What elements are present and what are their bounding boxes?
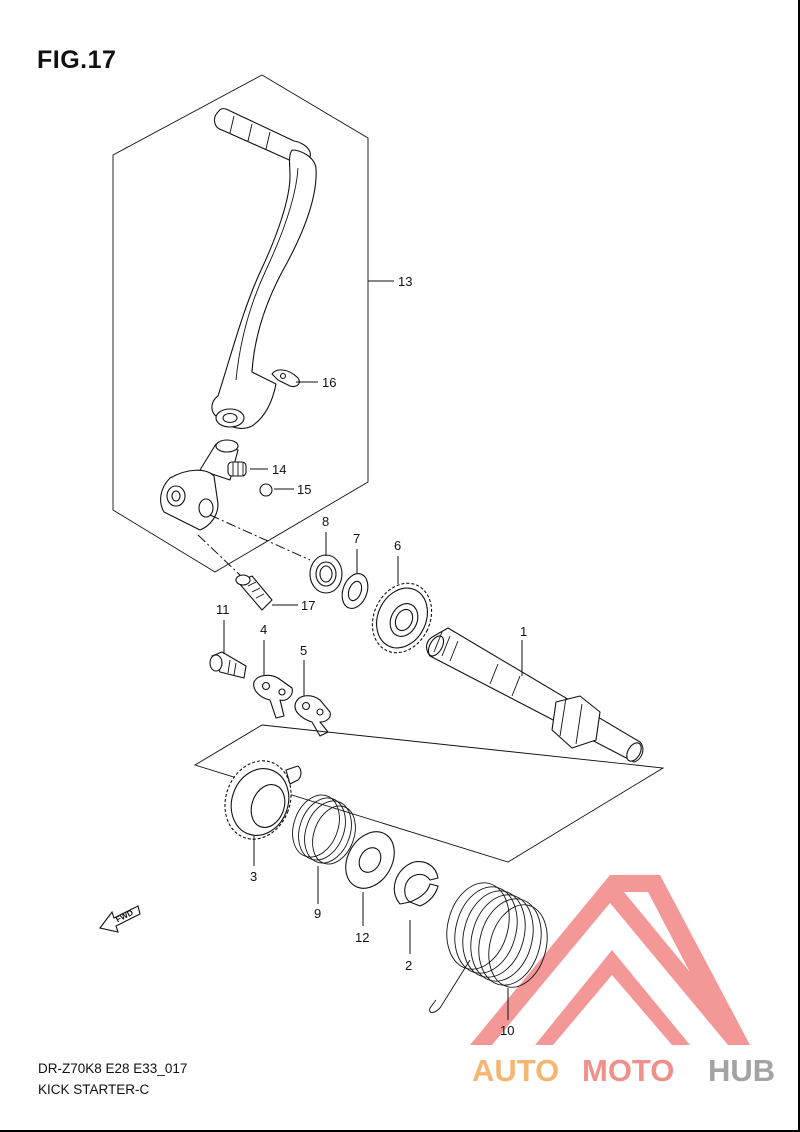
callout-9: 9 bbox=[314, 906, 321, 921]
drive-gear bbox=[224, 760, 302, 840]
watermark-auto: AUTO bbox=[472, 1053, 559, 1088]
figure-title: FIG.17 bbox=[37, 46, 117, 74]
watermark-hub: HUB bbox=[708, 1053, 775, 1088]
callout-numbers: 1 2 3 4 5 6 7 8 9 10 11 12 13 14 15 16 1… bbox=[216, 274, 527, 1038]
callout-10: 10 bbox=[500, 1023, 514, 1038]
guide-plate-5 bbox=[294, 695, 331, 737]
callout-3: 3 bbox=[250, 869, 257, 884]
watermark-text: AUTO MOTO HUB bbox=[472, 1053, 775, 1088]
leader-lines bbox=[223, 280, 523, 1020]
callout-11: 11 bbox=[216, 602, 230, 617]
kick-starter-shaft bbox=[425, 627, 644, 763]
lower-group-outline bbox=[193, 724, 665, 863]
callout-7: 7 bbox=[353, 531, 360, 546]
model-code-caption: DR-Z70K8 E28 E33_017 bbox=[38, 1061, 188, 1076]
guide-bolt bbox=[209, 651, 247, 679]
steel-ball bbox=[259, 483, 273, 497]
stopper-plate-4 bbox=[253, 674, 293, 719]
return-spring bbox=[429, 882, 548, 1013]
callout-1: 1 bbox=[520, 624, 527, 639]
assembly-name-caption: KICK STARTER-C bbox=[38, 1082, 150, 1097]
callout-14: 14 bbox=[272, 462, 286, 477]
lever-bolt bbox=[235, 574, 273, 611]
small-spring bbox=[227, 461, 247, 477]
callout-6: 6 bbox=[394, 538, 401, 553]
washer-7 bbox=[341, 573, 369, 609]
callout-17: 17 bbox=[301, 598, 315, 613]
callout-8: 8 bbox=[322, 514, 329, 529]
lever-clip bbox=[271, 369, 300, 388]
starter-gear bbox=[371, 582, 433, 654]
callout-5: 5 bbox=[300, 643, 307, 658]
callout-15: 15 bbox=[297, 482, 311, 497]
watermark-moto: MOTO bbox=[582, 1053, 674, 1088]
circlip bbox=[393, 861, 439, 907]
callout-4: 4 bbox=[260, 622, 267, 637]
callout-12: 12 bbox=[355, 930, 369, 945]
washer-12 bbox=[345, 831, 395, 889]
oil-seal bbox=[309, 554, 343, 594]
callout-13: 13 bbox=[398, 274, 412, 289]
watermark-logo bbox=[470, 875, 750, 1045]
fwd-arrow-icon: FWD bbox=[99, 905, 141, 933]
lever-group-outline bbox=[112, 74, 369, 573]
callout-2: 2 bbox=[405, 958, 412, 973]
callout-16: 16 bbox=[322, 375, 336, 390]
drive-spring bbox=[292, 794, 356, 865]
